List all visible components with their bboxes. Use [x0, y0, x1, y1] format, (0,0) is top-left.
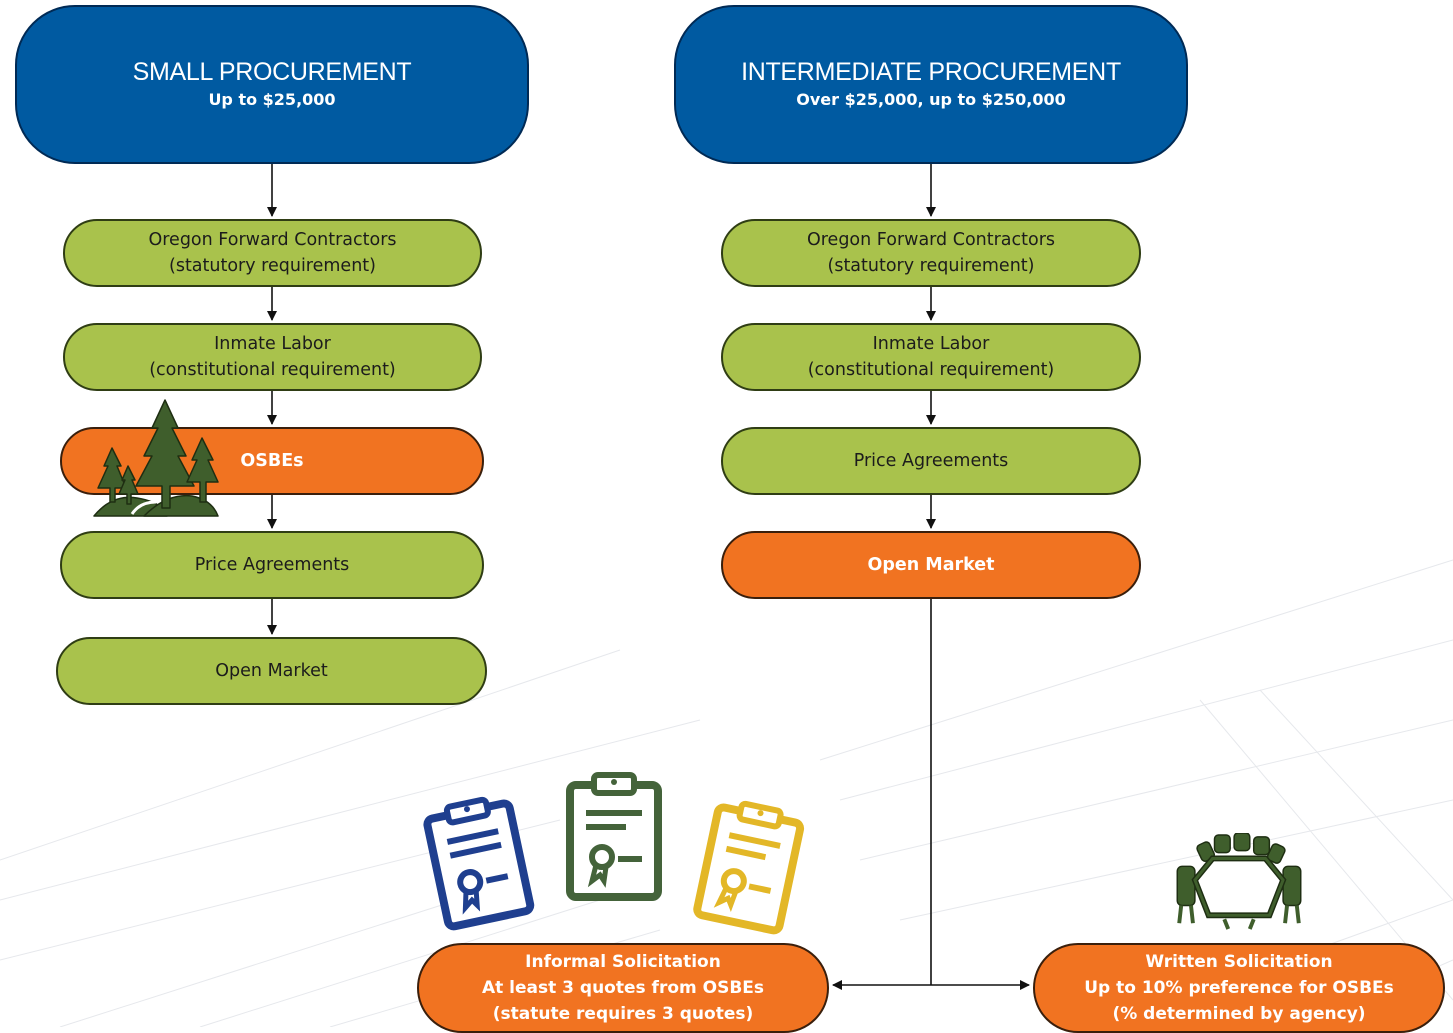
outcome-line: Up to 10% preference for OSBEs — [1084, 978, 1394, 998]
step-line: (constitutional requirement) — [149, 360, 396, 380]
clipboard-yellow-icon — [693, 800, 805, 935]
step-line: Open Market — [215, 661, 328, 681]
informal-solicitation-node: Informal Solicitation At least 3 quotes … — [417, 943, 829, 1033]
step-line: Open Market — [867, 555, 995, 575]
step-line: Inmate Labor — [214, 334, 331, 354]
small-step-open-market: Open Market — [56, 637, 487, 705]
step-line: (statutory requirement) — [827, 256, 1035, 276]
outcome-line: Informal Solicitation — [525, 952, 721, 972]
conference-table-icon — [1176, 833, 1302, 930]
small-procurement-title: SMALL PROCUREMENT — [132, 57, 412, 86]
step-line: Inmate Labor — [872, 334, 990, 354]
outcome-line: Written Solicitation — [1145, 952, 1333, 972]
outcome-line: (statute requires 3 quotes) — [492, 1004, 754, 1024]
small-step-oregon-forward: Oregon Forward Contractors (statutory re… — [63, 219, 482, 287]
intermediate-procurement-subtitle: Over $25,000, up to $250,000 — [796, 89, 1066, 109]
step-line: OSBEs — [240, 451, 304, 471]
intermediate-step-open-market: Open Market — [721, 531, 1141, 599]
step-line: Oregon Forward Contractors — [806, 230, 1056, 250]
trees-icon — [93, 399, 219, 517]
clipboard-green-icon — [566, 772, 662, 901]
intermediate-step-inmate-labor: Inmate Labor (constitutional requirement… — [721, 323, 1141, 391]
written-solicitation-node: Written Solicitation Up to 10% preferenc… — [1033, 943, 1445, 1033]
outcome-line: At least 3 quotes from OSBEs — [481, 978, 765, 998]
small-step-price-agreements: Price Agreements — [60, 531, 484, 599]
intermediate-step-price-agreements: Price Agreements — [721, 427, 1141, 495]
step-line: Oregon Forward Contractors — [148, 230, 397, 250]
step-line: (constitutional requirement) — [807, 360, 1055, 380]
clipboard-blue-icon — [423, 796, 535, 931]
intermediate-procurement-title: INTERMEDIATE PROCUREMENT — [741, 57, 1121, 86]
intermediate-procurement-header: INTERMEDIATE PROCUREMENT Over $25,000, u… — [674, 5, 1188, 164]
step-line: (statutory requirement) — [169, 256, 376, 276]
step-line: Price Agreements — [194, 555, 350, 575]
small-procurement-subtitle: Up to $25,000 — [208, 89, 336, 109]
small-step-inmate-labor: Inmate Labor (constitutional requirement… — [63, 323, 482, 391]
small-procurement-header: SMALL PROCUREMENT Up to $25,000 — [15, 5, 529, 164]
step-line: Price Agreements — [853, 451, 1009, 471]
outcome-line: (% determined by agency) — [1112, 1004, 1366, 1024]
intermediate-step-oregon-forward: Oregon Forward Contractors (statutory re… — [721, 219, 1141, 287]
